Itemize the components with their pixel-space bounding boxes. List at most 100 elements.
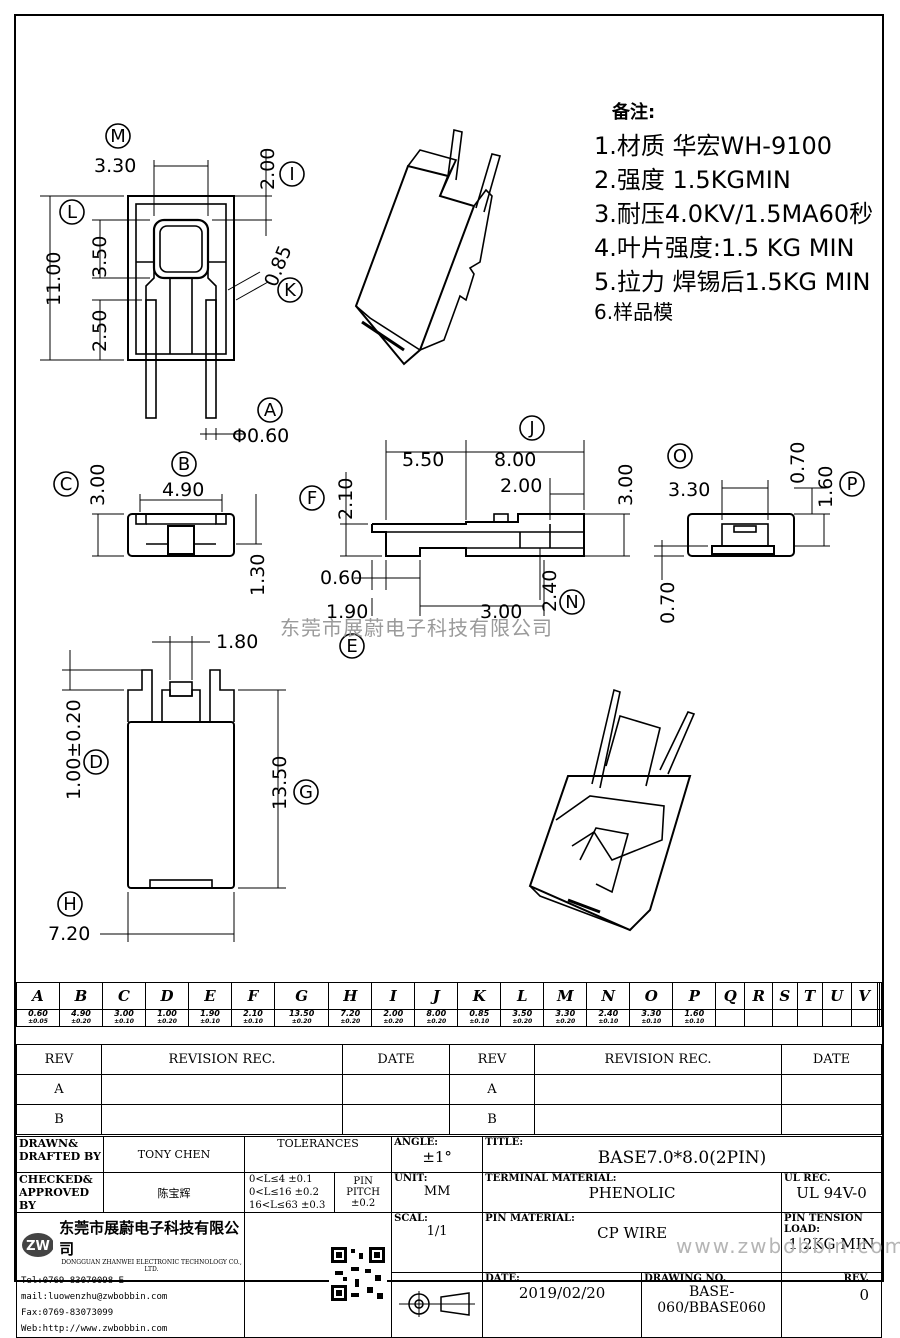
bubble-n: N [565,592,578,613]
bubble-o: O [673,446,687,467]
tolerance-text: ±0.10 [684,1018,705,1025]
date-header: DATE [342,1044,450,1075]
bubble-f: F [307,488,317,509]
note-line-2: 2.强度 1.5KGMIN [594,166,791,194]
rev-b-date-2 [781,1104,882,1135]
angle-label: ANGLE: [394,1137,438,1148]
projection-symbol-icon [399,1290,476,1317]
letter-cell [878,982,883,1010]
dim-1-80: 1.80 [216,631,258,653]
letter-cell: S [772,982,798,1010]
rev-a-rec-2 [534,1074,782,1105]
date-header-2: DATE [781,1044,882,1075]
company-logo-icon: ZW [22,1233,54,1257]
rev-rec-header: REVISION REC. [101,1044,343,1075]
value-text: 0.85 [469,1009,490,1018]
note-line-1: 1.材质 华宏WH-9100 [594,132,833,160]
drawing-no-label: DRAWING NO. [644,1273,727,1285]
value-cell: 1.00±0.20 [145,1009,189,1027]
letter-cell: R [744,982,774,1010]
pin-tension-label: PIN TENSION LOAD: [784,1213,863,1235]
value-cell: 2.00±0.20 [371,1009,416,1027]
value-cell: 13.50±0.20 [273,1009,330,1027]
value-cell: 2.10±0.10 [231,1009,275,1027]
value-text: 2.40 [598,1009,619,1018]
letter-cell: U [821,982,852,1010]
pin-pitch-label: PIN PITCH [346,1176,380,1198]
value-cell [878,1009,883,1027]
value-text: 0.60 [28,1009,48,1018]
tolerances-label: TOLERANCES [243,1136,393,1173]
value-text: 3.50 [512,1009,533,1018]
tolerance-values: 0<L≤4 ±0.1 0<L≤16 ±0.2 16<L≤63 ±0.3 [243,1172,336,1213]
rev-label: REV. [843,1273,869,1285]
tolerance-text: ±0.20 [71,1018,91,1025]
dim-0-70-bottom: 0.70 [657,582,679,624]
letter-cell: C [102,982,146,1010]
ul-rating: UL 94V-0 [796,1184,867,1202]
end-view-labels: 3.30 0.70 1.60 0.70 [657,442,837,624]
dim-3-00-bottom: 3.00 [87,464,109,506]
ul-label: UL REC. [784,1173,831,1184]
date-cell: DATE: 2019/02/20 [482,1272,643,1338]
bubble-m: M [110,126,126,147]
value-cell: 7.20±0.20 [328,1009,373,1027]
value-text: 3.30 [555,1009,576,1018]
rev-b: B [16,1104,102,1135]
tolerance-text: ±0.20 [383,1018,404,1025]
date-label: DATE: [485,1273,520,1285]
site-watermark: www.zwbobbin.com [676,1234,900,1258]
value-cell: 3.00±0.10 [102,1009,146,1027]
value-text: 7.20 [340,1009,361,1018]
bubble-i: I [289,164,294,185]
reference-bubbles [53,123,865,917]
bubble-h: H [63,894,77,915]
rev-b-2: B [449,1104,535,1135]
unit-value: MM [423,1184,451,1199]
dim-1-30: 1.30 [247,554,269,596]
isometric-view-bottom [528,688,696,932]
rev-a-date-2 [781,1074,882,1105]
dim-3-50: 3.50 [89,236,111,278]
scale-value: 1/1 [426,1224,448,1239]
angle-cell: ANGLE: ±1° [391,1136,484,1173]
value-cell: 3.50±0.20 [500,1009,545,1027]
tolerance-text: ±0.10 [641,1018,662,1025]
drawing-sheet: 备注: 1.材质 华宏WH-9100 2.强度 1.5KGMIN 3.耐压4.0… [14,14,900,1338]
revision-table: REV REVISION REC. DATE REV REVISION REC.… [16,1044,882,1135]
tol-row-3: 16<L≤63 ±0.3 [249,1200,326,1211]
value-text: 13.50 [288,1009,315,1018]
letter-cell: J [414,982,459,1010]
dim-4-90: 4.90 [162,479,204,501]
value-cell [821,1009,852,1027]
title-cell: TITLE: BASE7.0*8.0(2PIN) [482,1136,882,1173]
dim-0-70-end: 0.70 [787,442,809,484]
value-cell: 0.60±0.05 [16,1009,60,1027]
value-text: 1.90 [200,1009,220,1018]
bubble-p: P [847,474,858,495]
dim-pin-diameter: Φ0.60 [232,425,289,447]
value-text: 1.60 [684,1009,705,1018]
pin-pitch-value: ±0.2 [350,1198,376,1209]
dim-3-30-top: 3.30 [94,155,136,177]
scale-cell: SCAL: 1/1 [391,1211,484,1274]
rev-b-rec-2 [534,1104,782,1135]
dim-3-30-end: 3.30 [668,479,710,501]
side-view [340,440,630,616]
scale-label: SCAL: [394,1213,428,1224]
dim-13-50: 13.50 [269,756,291,810]
front-view [62,636,286,942]
end-view [654,480,830,580]
value-cell: 3.30±0.20 [543,1009,588,1027]
note-line-4: 4.叶片强度:1.5 KG MIN [594,234,855,262]
value-cell [772,1009,798,1027]
drawn-by: TONY CHEN [103,1136,245,1173]
value-text: 4.90 [71,1009,91,1018]
tolerance-text: ±0.10 [114,1018,134,1025]
notes-heading: 备注: [612,102,656,123]
tolerance-text: ±0.20 [157,1018,177,1025]
front-view-labels: 1.80 1.00±0.20 13.50 7.20 [48,631,291,945]
value-cell: 3.30±0.10 [629,1009,674,1027]
